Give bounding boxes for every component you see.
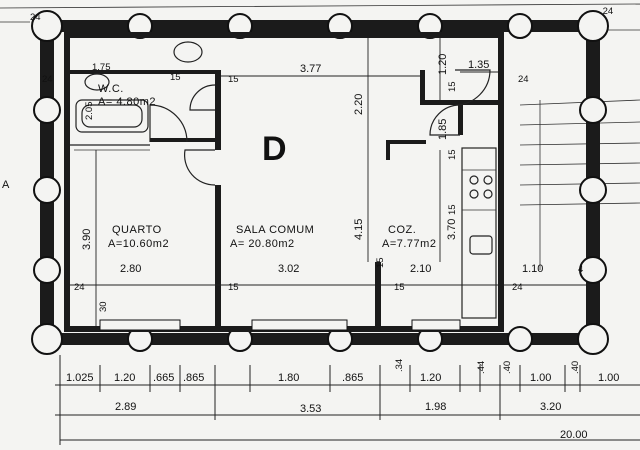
top-edge-mark: .24 [600,6,613,17]
quarto-area: A=10.60m2 [108,238,169,250]
mark-15-g: 15 [447,204,458,215]
cozinha-name: COZ. [388,224,416,236]
ext-dim-total: 20.00 [560,429,588,441]
dim-quarto-width: 2.80 [120,263,141,275]
ext-dim-11: 1.00 [530,372,551,384]
mark-15-f: 15 [447,149,458,160]
mark-15-a: 15 [170,72,181,83]
mark-15-b: 15 [228,74,239,85]
ext-dim-row2-3: 1.98 [425,401,446,413]
wc-name: W.C. [98,83,124,95]
wc-area: A= 4.80m2 [98,96,156,108]
dim-quarto-height: 3.90 [81,229,93,250]
ext-dim-row2-1: 2.89 [115,401,136,413]
mark-15-c: 15 [228,282,239,293]
ext-dim-10: .40 [502,361,513,374]
kitchen-fixtures [461,147,497,319]
windows [99,319,461,331]
dim-hall-width: 1.35 [468,59,489,71]
quarto-name: QUARTO [112,224,162,236]
dim-hall-depth: 1.20 [437,54,449,75]
mark-15-h: 15 [375,257,386,268]
mark-24-c: 24 [518,74,529,85]
mark-30: 30 [98,301,109,312]
ext-dim-5: 1.80 [278,372,299,384]
mark-24-b: 24 [74,282,85,293]
ext-dim-row2-4: 3.20 [540,401,561,413]
ext-dim-row2-2: 3.53 [300,403,321,415]
mark-15-e: 15 [447,81,458,92]
ext-dim-2: 1.20 [114,372,135,384]
dim-wc-depth: 2.05 [84,102,95,121]
mark-24-e: 24 [30,12,41,23]
dim-coz-upper: 1.85 [437,119,449,140]
left-edge-mark: A [2,179,10,191]
mark-24-a: 24 [42,74,53,85]
dim-right-width: 1.10 [522,263,543,275]
cozinha-area: A=7.77m2 [382,238,436,250]
bathroom-fixtures [70,41,203,151]
dim-sala-total: 4.15 [353,219,365,240]
sala-area: A= 20.80m2 [230,238,295,250]
outer-wall [31,10,609,355]
ext-dim-9: .44 [476,361,487,374]
mark-4: 4 [578,264,583,275]
sala-name: SALA COMUM [236,224,314,236]
dim-sala-width: 3.02 [278,263,299,275]
dim-coz-height: 3.70 [446,219,458,240]
dim-coz-width: 2.10 [410,263,431,275]
ext-dim-13: 1.00 [598,372,619,384]
ext-dim-8: .34 [394,359,405,372]
dim-sala-top: 3.77 [300,63,321,75]
ext-dim-6: .865 [342,372,363,384]
mark-24-d: 24 [512,282,523,293]
interior-dimension-lines [70,38,586,326]
apartment-walls [64,32,504,332]
exterior-dimension-lines [55,355,640,445]
background-linework [0,3,640,270]
mark-15-d: 15 [394,282,405,293]
dim-wc-width: 1.75 [92,62,111,73]
typology-mark: D [262,130,287,168]
ext-dim-4: .865 [183,372,204,384]
dim-sala-upper: 2.20 [353,94,365,115]
ext-dim-12: .40 [570,361,581,374]
ext-dim-3: .665 [153,372,174,384]
ext-dim-1: 1.025 [66,372,94,384]
ext-dim-7: 1.20 [420,372,441,384]
